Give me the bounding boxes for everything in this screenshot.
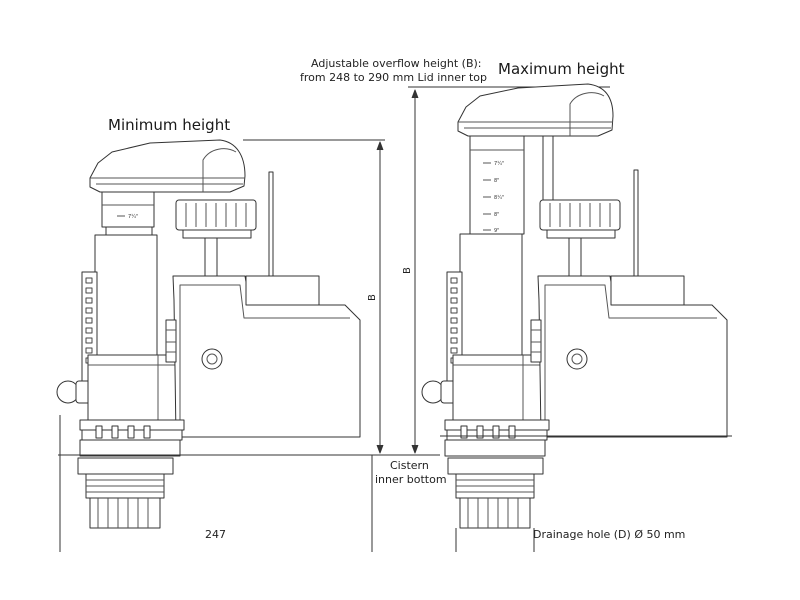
left-lower-body [88, 355, 181, 420]
left-valve-minimum: 7¼" [57, 140, 362, 552]
right-scale-mark-3: 8¼" [494, 195, 504, 201]
drainage-hole-label: Drainage hole (D) Ø 50 mm [533, 528, 686, 541]
right-lower-body [453, 355, 546, 420]
cistern-bottom-label-line2: inner bottom [375, 473, 447, 486]
left-overflow-tube [102, 192, 154, 227]
overflow-height-label-line1: Adjustable overflow height (B): [311, 57, 482, 70]
overflow-height-label-line2: from 248 to 290 mm Lid inner top [300, 71, 488, 84]
right-overflow-cap [458, 84, 613, 136]
right-main-tube [460, 234, 522, 362]
right-lock-nut [460, 498, 530, 528]
right-scale-mark-2: 8" [494, 178, 499, 184]
left-overflow-cap [90, 140, 245, 192]
dimension-b-left [243, 140, 385, 453]
right-overflow-tube [470, 136, 524, 234]
minimum-height-title: Minimum height [108, 116, 231, 134]
left-top-box [246, 276, 319, 305]
right-scale-mark-4: 8" [494, 212, 499, 218]
left-main-tube [95, 235, 157, 362]
right-scale-mark-1: 7¼" [494, 161, 504, 167]
right-scale-mark-5: 9" [494, 228, 499, 234]
left-float-rod [269, 172, 273, 276]
dimension-247-label: 247 [205, 528, 226, 541]
cistern-bottom-label-line1: Cistern [390, 459, 429, 472]
right-top-box [611, 276, 684, 305]
right-valve-maximum: 7¼" 8" 8¼" 8" 9" [422, 84, 732, 552]
left-lock-nut [90, 498, 160, 528]
right-threaded-stem [448, 458, 543, 474]
right-float-rod [634, 170, 638, 276]
left-threaded-stem [78, 458, 173, 474]
left-scale-mark: 7¼" [128, 214, 138, 220]
maximum-height-title: Maximum height [498, 60, 625, 78]
